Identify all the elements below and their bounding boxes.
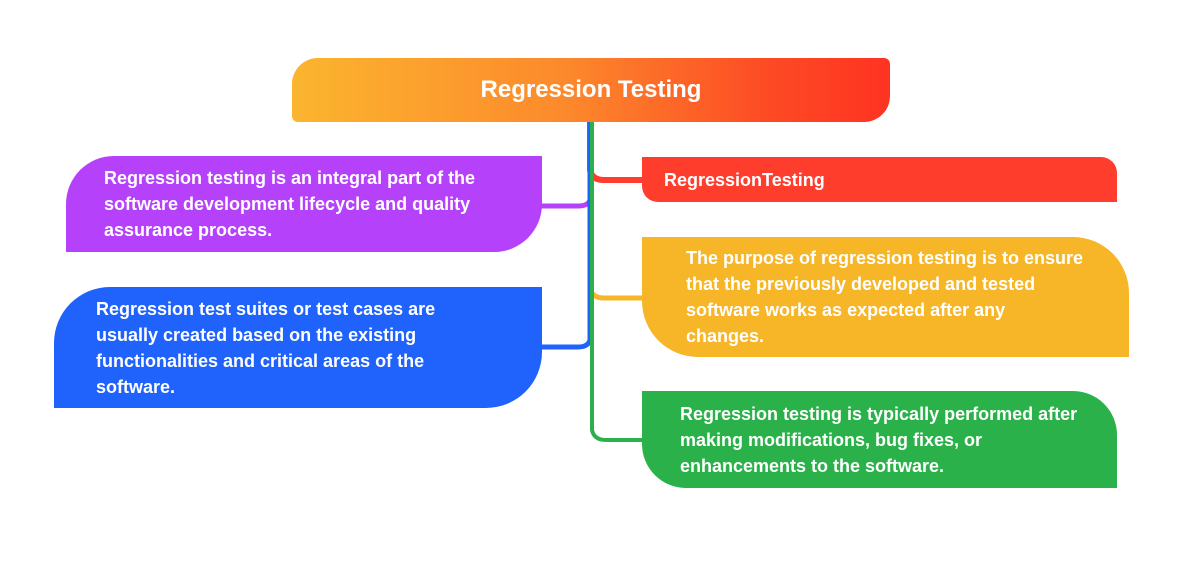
branch-lifecycle-part[interactable]: Regression testing is an integral part o…	[66, 156, 542, 252]
root-topic-label: Regression Testing	[480, 76, 702, 103]
branch-purpose[interactable]: The purpose of regression testing is to …	[642, 237, 1129, 357]
branch-lifecycle-part-text: Regression testing is an integral part o…	[104, 168, 476, 240]
branch-regression-testing-text: RegressionTesting	[664, 169, 825, 190]
connector-blue	[537, 119, 593, 350]
connector-red	[587, 119, 647, 183]
connector-green	[590, 120, 646, 442]
branch-regression-testing[interactable]: RegressionTesting	[642, 157, 1117, 202]
branch-test-suites-text: Regression test suites or test cases are…	[96, 298, 436, 397]
branch-test-suites[interactable]: Regression test suites or test cases are…	[54, 287, 542, 408]
root-topic[interactable]: Regression Testing	[292, 58, 890, 122]
connector-purple	[537, 119, 593, 209]
branch-when-performed[interactable]: Regression testing is typically performe…	[642, 391, 1117, 488]
connector-yellow	[587, 119, 647, 301]
branch-when-performed-text: Regression testing is typically performe…	[680, 403, 1078, 476]
branch-purpose-text: The purpose of regression testing is to …	[686, 248, 1084, 346]
